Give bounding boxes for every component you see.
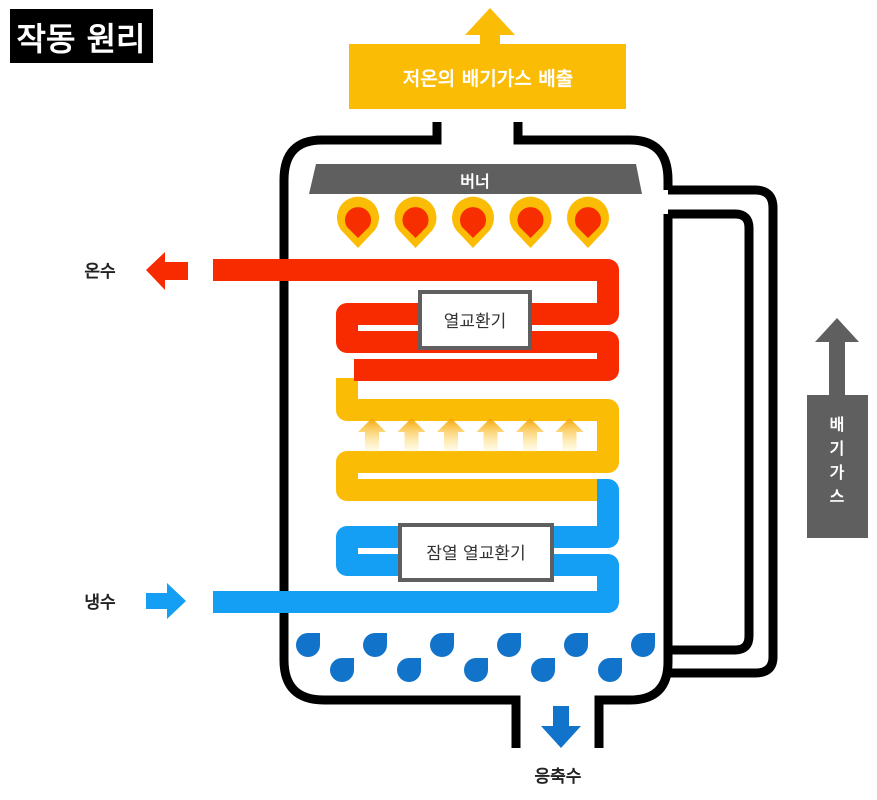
heat-up-arrow-icon <box>516 418 544 452</box>
burner-label: 버너 <box>460 172 489 191</box>
flame-icon <box>452 196 495 248</box>
hot-water-outlet: 온수 <box>84 252 188 290</box>
water-droplet-icon <box>564 633 588 657</box>
heat-exchanger-frame <box>418 290 532 350</box>
exhaust-duct-outer <box>668 185 778 678</box>
flame-icon <box>567 196 609 248</box>
heat-up-arrow-icon <box>358 418 386 452</box>
boiler-body-left-outline <box>279 122 521 748</box>
water-droplet-icon <box>598 658 622 682</box>
boiler-body-bottom-right-outline <box>594 650 673 748</box>
heat-exchanger-box: 열교환기 <box>418 290 532 350</box>
condensate-droplets <box>296 633 655 682</box>
heat-up-arrow-icon <box>437 418 465 452</box>
water-droplet-icon <box>330 658 354 682</box>
burner-plate <box>309 164 642 194</box>
exhaust-gas-char: 스 <box>830 487 845 506</box>
exhaust-gas-up-arrow-icon <box>815 318 859 396</box>
flames <box>337 196 609 248</box>
title-banner: 작동 원리 <box>10 9 153 63</box>
burner: 버너 <box>309 164 642 194</box>
hot-water-label: 온수 <box>84 262 116 282</box>
condensate-label: 응축수 <box>535 767 582 787</box>
water-droplet-icon <box>497 633 521 657</box>
flame-icon <box>337 196 379 248</box>
boiler-body-top-right-outline <box>513 122 673 190</box>
water-droplet-icon <box>296 633 320 657</box>
heat-up-arrow-icon <box>555 418 584 452</box>
condensate-down-arrow-icon <box>541 706 581 748</box>
cold-water-label: 냉수 <box>84 593 116 613</box>
title-background <box>10 9 153 63</box>
exhaust-gas-char: 기 <box>830 439 845 458</box>
gas-pipe <box>336 378 619 501</box>
exhaust-gas-char: 배 <box>830 415 845 434</box>
exhaust-duct-inner <box>663 209 754 655</box>
latent-heat-exchanger-frame <box>398 523 554 582</box>
exhaust-up-arrow-icon <box>465 8 515 45</box>
exhaust-gas-panel <box>807 395 868 538</box>
exhaust-gas-char: 가 <box>830 463 845 482</box>
hot-water-left-arrow-icon <box>146 252 188 290</box>
water-droplet-icon <box>631 633 655 657</box>
latent-heat-exchanger-label: 잠열 열교환기 <box>426 544 525 564</box>
heat-up-arrow-icon <box>476 418 505 452</box>
water-droplet-icon <box>531 658 555 682</box>
cold-water-pipe <box>213 479 619 613</box>
water-droplet-icon <box>363 633 387 657</box>
flame-icon <box>509 196 552 248</box>
water-droplet-icon <box>464 658 488 682</box>
heat-flow-arrows <box>358 418 584 452</box>
exhaust-banner <box>349 44 626 109</box>
low-temp-exhaust: 저온의 배기가스 배출 <box>349 8 626 109</box>
latent-heat-exchanger-box: 잠열 열교환기 <box>398 523 554 582</box>
condensate-outlet: 응축수 <box>535 706 582 787</box>
water-droplet-icon <box>430 633 454 657</box>
flame-icon <box>394 196 437 248</box>
exhaust-label: 저온의 배기가스 배출 <box>403 68 574 90</box>
heat-up-arrow-icon <box>397 418 426 452</box>
cold-water-inlet: 냉수 <box>84 583 186 619</box>
heat-exchanger-label: 열교환기 <box>444 312 507 332</box>
water-droplet-icon <box>397 658 421 682</box>
page-title: 작동 원리 <box>17 20 146 58</box>
cold-water-right-arrow-icon <box>146 583 186 619</box>
hot-water-pipe <box>213 259 619 381</box>
